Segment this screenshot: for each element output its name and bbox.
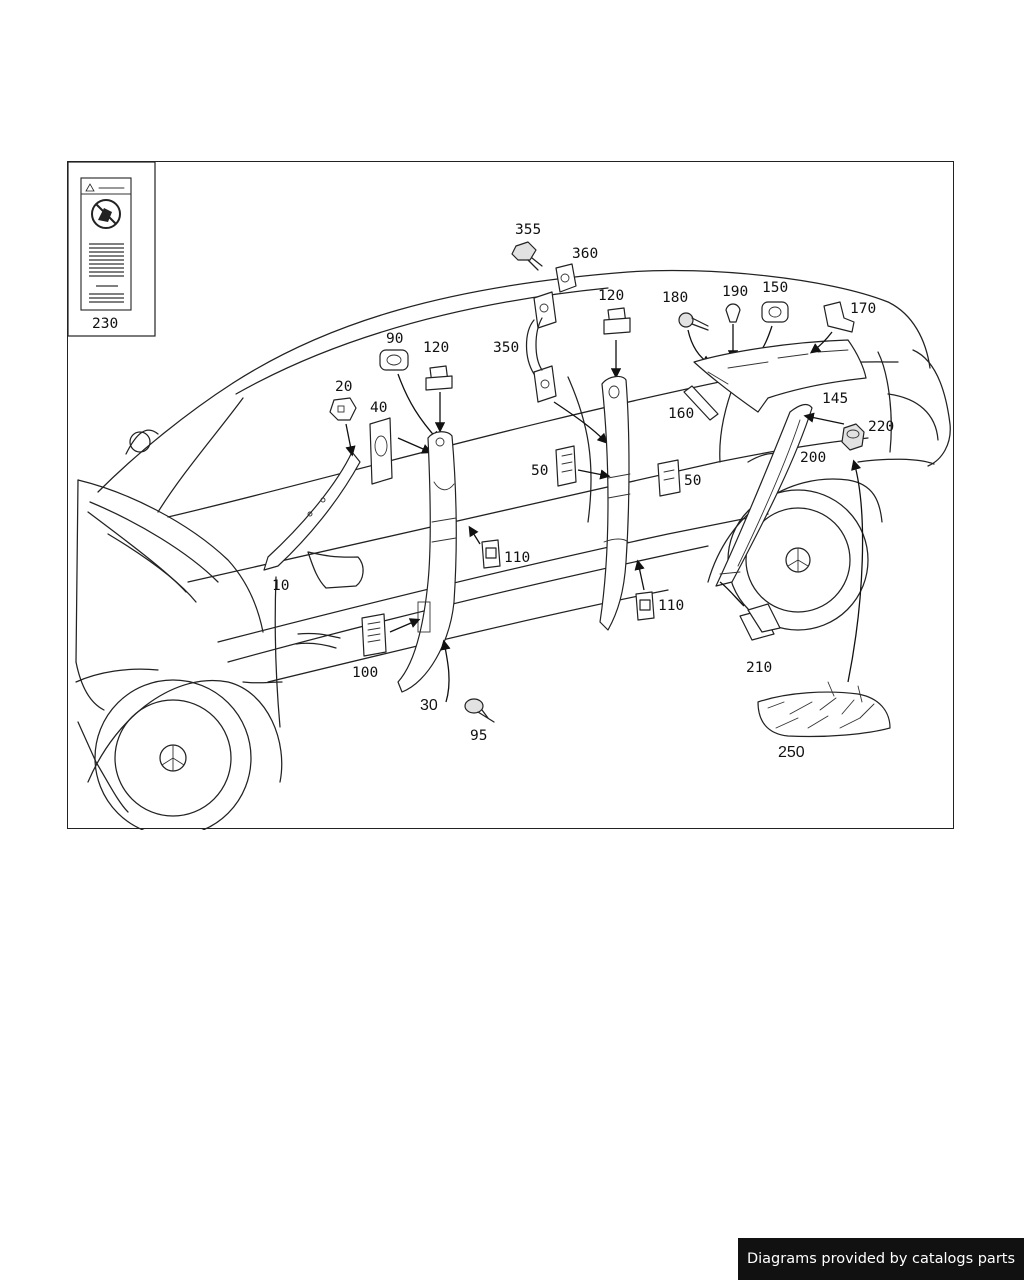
warning-label-inset: 230 xyxy=(68,162,156,337)
credit-badge: Diagrams provided by catalogs parts xyxy=(738,1238,1024,1280)
part-350-grab-handle: 350 xyxy=(493,291,608,444)
part-180-screw: 180 xyxy=(662,290,713,366)
part-145-shelf-trim: 145 xyxy=(693,339,867,413)
callout-230: 230 xyxy=(92,316,118,332)
callout-10: 10 xyxy=(272,578,289,594)
part-170-clip: 170 xyxy=(809,301,876,354)
part-110-clip-rear: 110 xyxy=(634,559,684,621)
part-30-b-pillar-trim: 30 xyxy=(397,431,457,714)
part-220-nut: 220 xyxy=(841,419,894,451)
callout-180: 180 xyxy=(662,290,688,306)
callout-50a: 50 xyxy=(531,463,548,479)
callout-100: 100 xyxy=(352,665,378,681)
part-190-clip: 190 xyxy=(722,284,748,361)
part-c-pillar-trim xyxy=(599,375,631,631)
callout-200: 200 xyxy=(800,450,826,466)
callout-20: 20 xyxy=(335,379,352,395)
part-100-grille: 100 xyxy=(352,613,421,681)
part-120-clip-front: 120 xyxy=(423,340,453,433)
part-210-pad: 210 xyxy=(719,581,781,676)
part-10-a-pillar-trim: 10 xyxy=(263,451,361,594)
callout-220: 220 xyxy=(868,419,894,435)
callout-120a: 120 xyxy=(423,340,449,356)
part-90-cap: 90 xyxy=(379,331,440,442)
callout-145: 145 xyxy=(822,391,848,407)
callout-50b: 50 xyxy=(684,473,701,489)
callout-190: 190 xyxy=(722,284,748,300)
callout-250: 250 xyxy=(778,744,805,761)
part-160-seal-strip: 160 xyxy=(668,385,719,422)
callout-30: 30 xyxy=(420,697,438,714)
callout-150: 150 xyxy=(762,280,788,296)
callout-210: 210 xyxy=(746,660,772,676)
callout-120b: 120 xyxy=(598,288,624,304)
callout-355: 355 xyxy=(515,222,541,238)
part-50-vent-right: 50 xyxy=(657,459,701,497)
parts-diagram-frame: 230 xyxy=(67,161,954,830)
part-40-pillar-cover: 40 xyxy=(369,400,433,485)
callout-110a: 110 xyxy=(504,550,530,566)
callout-160: 160 xyxy=(668,406,694,422)
parts-exploded-view: 230 xyxy=(68,162,951,830)
callout-110b: 110 xyxy=(658,598,684,614)
part-355-screw: 355 xyxy=(511,222,543,271)
callout-170: 170 xyxy=(850,301,876,317)
part-20-clip: 20 xyxy=(329,379,357,457)
part-150-cap: 150 xyxy=(754,280,789,361)
callout-360: 360 xyxy=(572,246,598,262)
part-120-clip-rear: 120 xyxy=(598,288,631,379)
callout-350: 350 xyxy=(493,340,519,356)
callout-90: 90 xyxy=(386,331,403,347)
part-110-clip-front: 110 xyxy=(468,525,530,569)
callout-95: 95 xyxy=(470,728,487,744)
part-50-vent-left: 50 xyxy=(531,445,611,487)
callout-40: 40 xyxy=(370,400,387,416)
part-95-screw: 95 xyxy=(464,698,495,744)
part-200-rear-side-trim: 200 xyxy=(715,403,845,587)
part-360-clip-nut: 360 xyxy=(555,246,598,293)
part-250-insulation: 250 xyxy=(757,459,891,761)
